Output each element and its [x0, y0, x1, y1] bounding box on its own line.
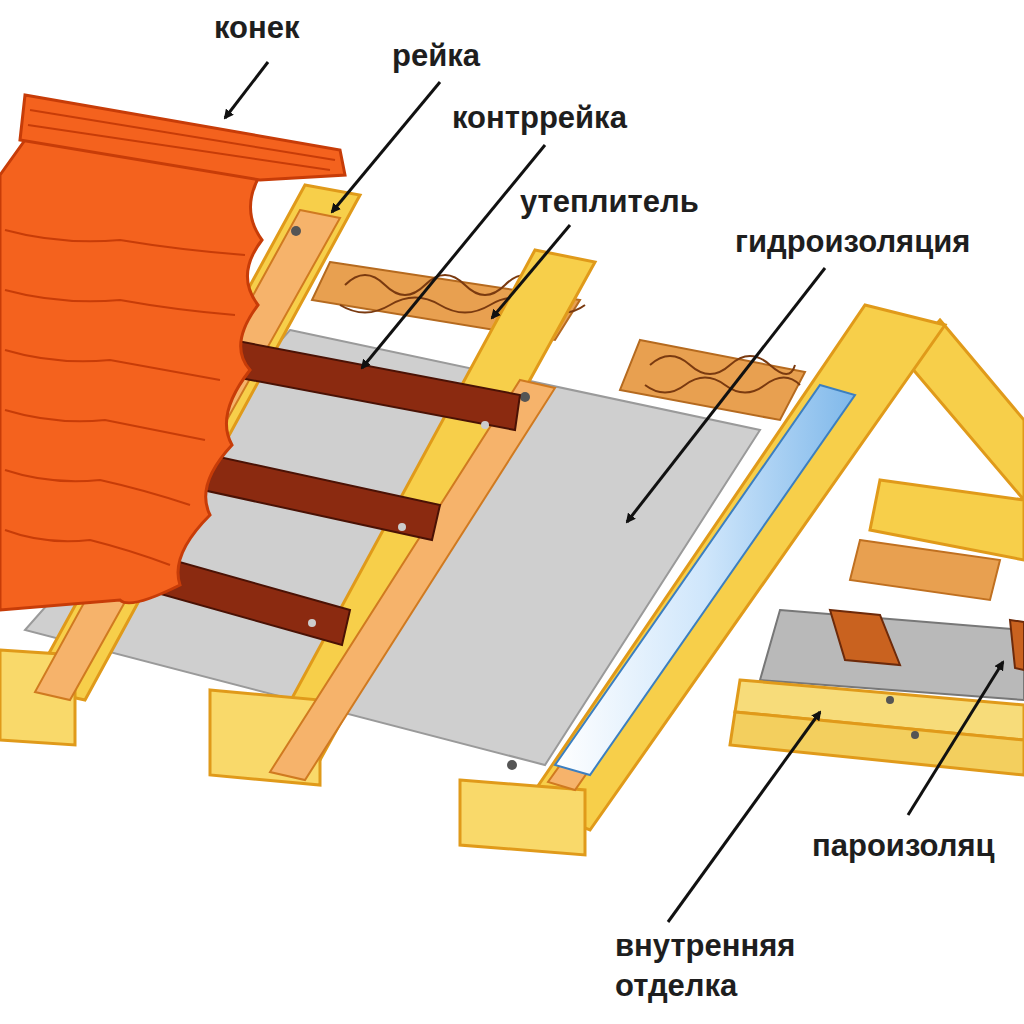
part-label: внутренняя отделка: [615, 926, 845, 1007]
part-label: рейка: [392, 36, 480, 76]
part-label: пароизоляц: [812, 826, 995, 866]
part-label: контррейка: [452, 98, 627, 138]
part-label: конек: [214, 8, 300, 48]
part-label: гидроизоляция: [735, 222, 970, 262]
leader-lines: [225, 62, 1003, 922]
part-label: утеплитель: [520, 182, 699, 222]
